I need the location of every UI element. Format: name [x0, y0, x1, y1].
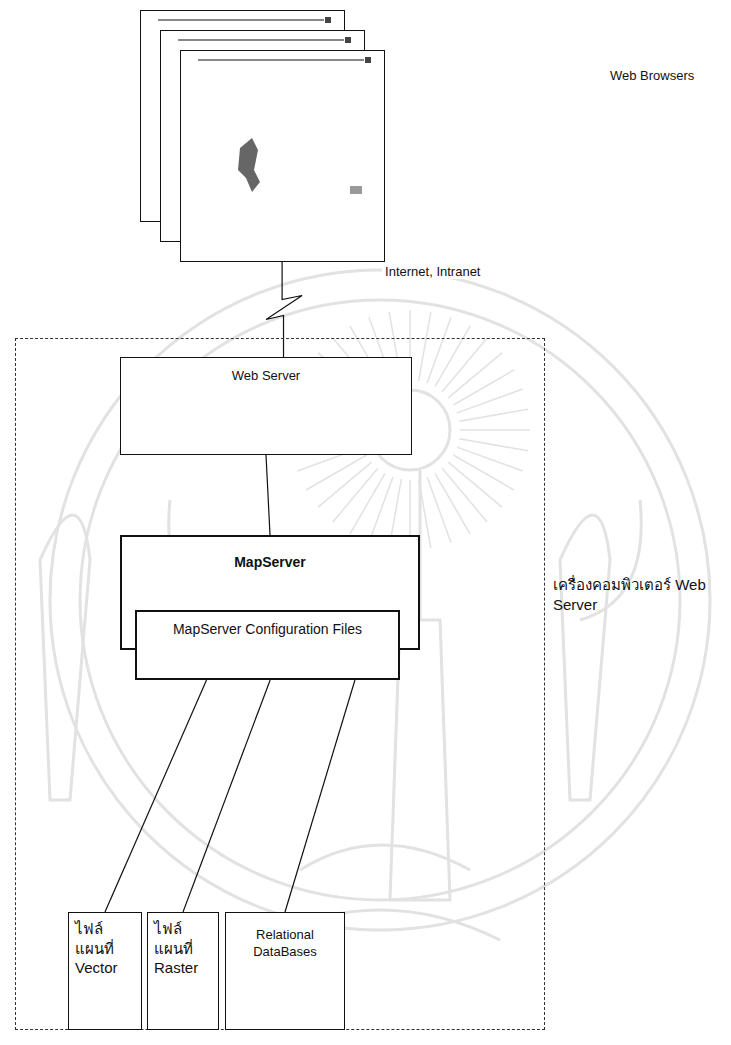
config-files-box: MapServer Configuration Files — [135, 610, 400, 680]
box-label: MapServer — [128, 553, 412, 571]
box-label: ไฟล์ แผนที่ Vector — [75, 919, 133, 978]
vector-file-box: ไฟล์ แผนที่ Vector — [68, 912, 142, 1030]
connector-line — [285, 680, 355, 912]
outside-label: Web Browsers — [610, 68, 694, 85]
box-label: Relational DataBases — [237, 927, 333, 961]
box-label: MapServer Configuration Files — [173, 620, 363, 638]
web-server-box: Web Server — [120, 357, 412, 455]
network-link — [266, 262, 302, 357]
database-box: Relational DataBases — [225, 912, 345, 1030]
connector-line — [266, 455, 270, 535]
box-label: ไฟล์ แผนที่ Raster — [154, 919, 210, 978]
browser-stack: Web Browsers — [140, 10, 385, 262]
edge-label: Internet, Intranet — [382, 264, 483, 279]
connector-line — [183, 680, 270, 912]
outside-label: เครื่องคอมพิวเตอร์ Web Server — [553, 575, 728, 614]
browser-windows — [140, 10, 385, 262]
server-computer-frame: Web ServerMapServerMapServer Configurati… — [15, 338, 545, 1030]
raster-file-box: ไฟล์ แผนที่ Raster — [147, 912, 219, 1030]
connector-line — [105, 680, 207, 912]
box-label: Web Server — [127, 368, 405, 385]
